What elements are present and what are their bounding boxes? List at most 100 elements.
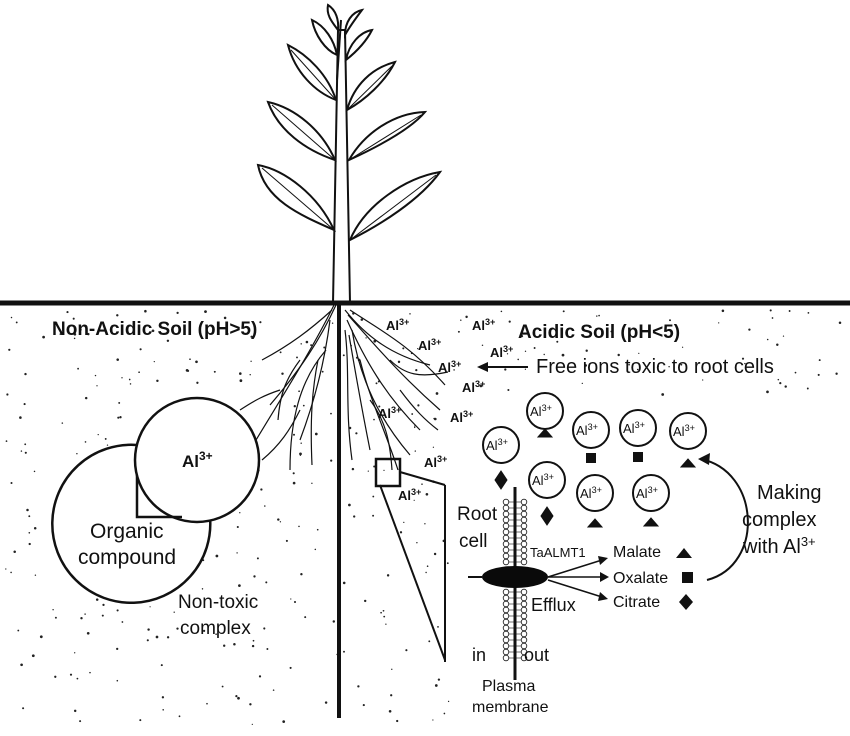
al-ion-base: Al	[182, 452, 199, 471]
al-ion-label: Al3+	[386, 317, 409, 333]
leaf-left-4	[310, 18, 339, 57]
free-ions-label: Free ions toxic to root cells	[536, 356, 774, 378]
al-ion-base: Al	[532, 473, 544, 488]
al-ion-label: Al3+	[450, 409, 473, 425]
al-ion-base: Al	[418, 338, 431, 353]
al-ion-charge: 3+	[391, 405, 401, 415]
square-symbol	[682, 572, 693, 583]
out-label: out	[524, 645, 549, 665]
root-cell-label-2: cell	[459, 531, 488, 552]
al-ion-base: Al	[580, 486, 592, 501]
non-toxic-label-1: Non-toxic	[178, 592, 258, 613]
making-complex-label-3: with Al3+	[742, 534, 816, 559]
membrane-label: membrane	[472, 699, 549, 716]
al-ion-charge: 3+	[199, 449, 213, 463]
al-ion-charge: 3+	[411, 487, 421, 497]
leaf-right-2	[346, 110, 428, 163]
svg-text:Al3+: Al3+	[530, 403, 552, 419]
free-al-ions: Al3+ Al3+ Al3+ Al3+ Al3+ Al3+ Al3+ Al3+ …	[378, 317, 513, 503]
al-ion-base: Al	[623, 421, 635, 436]
al-ion-base: Al	[486, 438, 498, 453]
al-complex-triangle: Al3+	[526, 392, 564, 438]
al-ion-label: Al3+	[438, 359, 461, 375]
svg-text:Al3+: Al3+	[486, 437, 508, 453]
plant-shoot	[256, 3, 443, 304]
triangle-symbol	[676, 548, 692, 558]
oxalate-label: Oxalate	[613, 570, 668, 587]
free-ions-arrowhead	[477, 362, 488, 372]
al-ion-base: Al	[424, 455, 437, 470]
organic-compound-shape	[51, 443, 212, 605]
taalmt1-label: TaALMT1	[530, 545, 586, 560]
leaf-left-1	[256, 163, 337, 232]
citrate-label: Citrate	[613, 594, 660, 611]
al-ion-charge: 3+	[475, 379, 485, 389]
al-ion-label: Al3+	[424, 454, 447, 470]
making-complex-label-1: Making	[757, 482, 821, 504]
in-label: in	[472, 645, 486, 665]
al-ion-charge: 3+	[635, 420, 645, 430]
leaf-left-2	[266, 100, 337, 162]
leaf-right-3	[345, 60, 397, 113]
svg-text:Al3+: Al3+	[623, 420, 645, 436]
plasma-membrane: TaALMT1 Efflux Root cell in out Plasma m…	[457, 487, 609, 716]
non-toxic-complex: Al3+ Organic compound Non-toxic complex	[51, 396, 261, 639]
al-ion-charge: 3+	[648, 485, 658, 495]
al-ion-base: Al	[438, 360, 451, 375]
leaf-right-5	[343, 8, 365, 39]
al-ion-base: Al	[378, 406, 391, 421]
al-ion-label: Al3+	[398, 487, 421, 503]
al-complex-triangle: Al3+	[669, 412, 707, 468]
al-ion-label: Al3+	[418, 337, 441, 353]
al-ion-charge: 3+	[542, 403, 552, 413]
al-ion-charge: 3+	[463, 409, 473, 419]
al-ion-charge: 3+	[451, 359, 461, 369]
zoom-line	[379, 484, 446, 661]
al-ion-base: Al	[450, 410, 463, 425]
al-ion-charge: 3+	[399, 317, 409, 327]
organic-acids-legend: Malate Oxalate Citrate	[613, 544, 693, 611]
plant-roots	[239, 304, 449, 471]
al-ion-base: Al	[673, 424, 685, 439]
svg-text:Al3+: Al3+	[636, 485, 658, 501]
root-cell-label-1: Root	[457, 504, 498, 525]
al-ion-label: Al3+	[462, 379, 485, 395]
malate-label: Malate	[613, 544, 661, 561]
al-complex-square: Al3+	[572, 411, 610, 463]
leaf-right-1	[348, 170, 443, 243]
leaf-left-3	[286, 43, 338, 102]
al-ion-base: Al	[398, 488, 411, 503]
al-complex-square: Al3+	[619, 409, 657, 462]
al-ion-label: Al3+	[490, 344, 513, 360]
al-ion-base: Al	[530, 404, 542, 419]
al-complex-triangle: Al3+	[576, 474, 614, 528]
non-toxic-label-2: complex	[180, 618, 251, 639]
al-ion-label: Al3+	[472, 317, 495, 333]
organic-compound-label-2: compound	[78, 546, 176, 569]
al-ion-charge: 3+	[437, 454, 447, 464]
al-ion-base: Al	[576, 423, 588, 438]
al-ion-charge: 3+	[485, 317, 495, 327]
al-ion-charge: 3+	[431, 337, 441, 347]
making-complex-arrowhead	[698, 453, 710, 465]
al-ion-circle-large	[133, 396, 261, 524]
al-ion-base: Al	[636, 486, 648, 501]
al-complexes: Al3+ Al3+ Al3+ Al3+ Al3+ Al3+	[482, 392, 707, 528]
zoom-line-top	[399, 471, 446, 486]
svg-text:Al3+: Al3+	[673, 423, 695, 439]
svg-text:Al3+: Al3+	[580, 485, 602, 501]
al-complex-diamond: Al3+	[528, 461, 566, 526]
al-ion-label-large: Al3+	[182, 449, 213, 471]
al-ion-charge: 3+	[592, 485, 602, 495]
acidic-soil-label: Acidic Soil (pH<5)	[518, 322, 680, 343]
non-acidic-soil-label: Non-Acidic Soil (pH>5)	[52, 319, 257, 340]
al-ion-base: Al	[462, 380, 475, 395]
svg-text:Al3+: Al3+	[576, 422, 598, 438]
al-ion-charge: 3+	[685, 423, 695, 433]
al-ion-charge: 3+	[498, 437, 508, 447]
efflux-arrow-malate	[547, 559, 603, 578]
al-ion-charge: 3+	[503, 344, 513, 354]
al-ion-charge: 3+	[544, 472, 554, 482]
